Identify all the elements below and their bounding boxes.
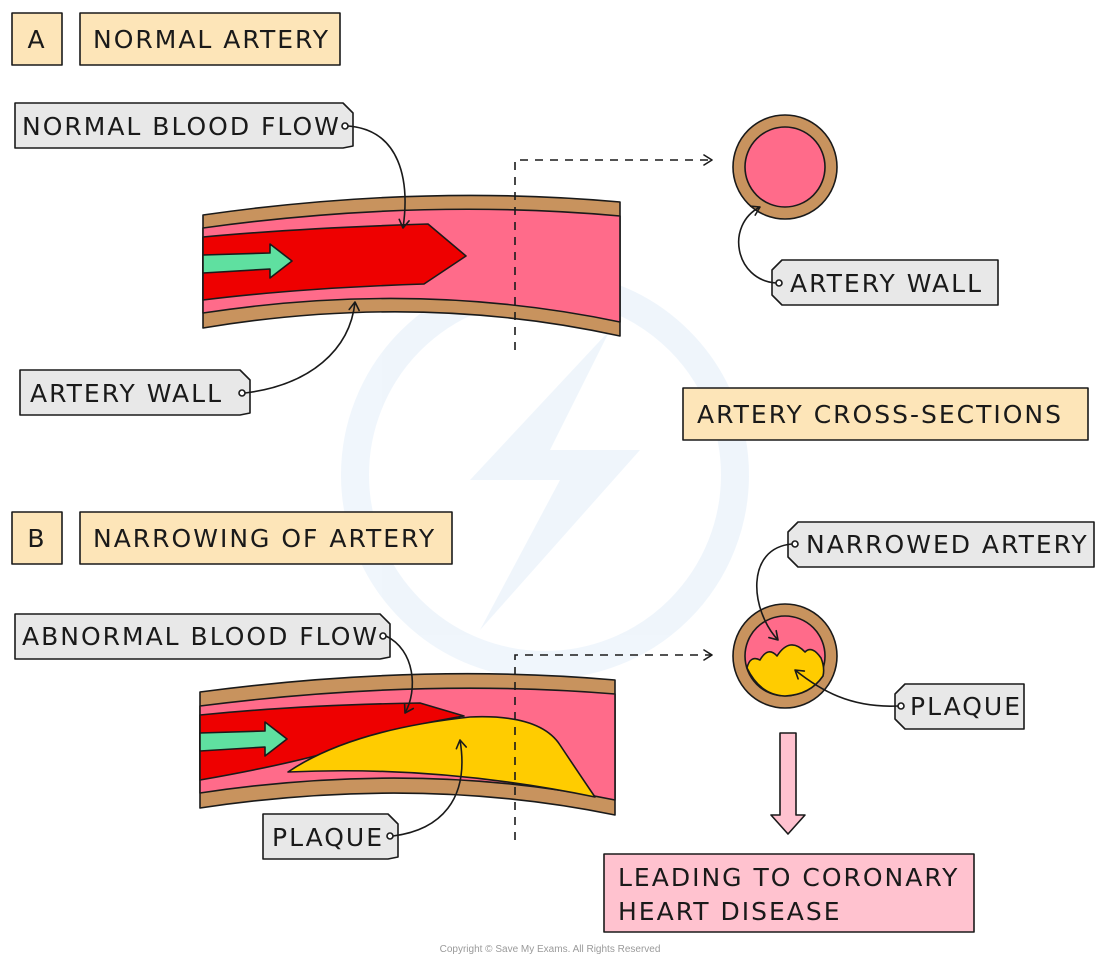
- copyright-text: Copyright © Save My Exams. All Rights Re…: [440, 944, 661, 955]
- artery-wall-long-tag: ARTERY WALL: [19, 369, 251, 416]
- section-b-title-box: NARROWING OF ARTERY: [79, 511, 453, 565]
- watermark-logo: [341, 271, 749, 679]
- cross-sections-box: ARTERY CROSS-SECTIONS: [682, 387, 1089, 441]
- artery-wall-long-pointer: [244, 301, 360, 394]
- outcome-down-arrow: [770, 732, 806, 835]
- abnormal-blood-flow-tag: ABNORMAL BLOOD FLOW: [14, 613, 391, 660]
- narrowed-artery-longitudinal: [199, 672, 616, 816]
- outcome-line-2: HEART DISEASE: [618, 897, 842, 926]
- narrowed-artery-tag: NARROWED ARTERY: [787, 521, 1095, 568]
- normal-blood-flow-label: NORMAL BLOOD FLOW: [22, 112, 341, 141]
- narrowed-flow-arrow: [199, 721, 288, 757]
- outcome-line-1: LEADING TO CORONARY: [618, 863, 959, 892]
- plaque-long-label: PLAQUE: [272, 823, 384, 852]
- section-a-letter: A: [27, 25, 46, 54]
- plaque-long-tag: PLAQUE: [262, 813, 399, 860]
- section-a-title-box: NORMAL ARTERY: [79, 12, 341, 66]
- section-b-title: NARROWING OF ARTERY: [93, 524, 436, 553]
- cross-sections-label: ARTERY CROSS-SECTIONS: [697, 400, 1063, 429]
- normal-blood-flow-pointer: [347, 125, 410, 229]
- normal-artery-longitudinal: [202, 194, 621, 337]
- narrowed-cross-section: [732, 603, 838, 709]
- narrowed-artery-pointer: [755, 543, 793, 641]
- section-b-letter-box: B: [11, 511, 63, 565]
- artery-wall-cross-tag: ARTERY WALL: [771, 259, 999, 306]
- section-b-letter: B: [27, 524, 46, 553]
- cross-section-plaque: [746, 644, 825, 697]
- section-a-letter-box: A: [11, 12, 63, 66]
- plaque-long-pointer: [392, 739, 468, 837]
- section-line-a: [514, 154, 713, 350]
- section-line-b: [514, 649, 713, 840]
- section-a-title: NORMAL ARTERY: [93, 25, 330, 54]
- outcome-box: LEADING TO CORONARY HEART DISEASE: [603, 853, 975, 933]
- narrowed-artery-label: NARROWED ARTERY: [806, 530, 1089, 559]
- plaque-cross-tag: PLAQUE: [894, 683, 1025, 730]
- abnormal-blood-flow-label: ABNORMAL BLOOD FLOW: [22, 622, 379, 651]
- longitudinal-plaque: [287, 715, 596, 798]
- plaque-cross-label: PLAQUE: [910, 692, 1022, 721]
- artery-wall-long-label: ARTERY WALL: [30, 379, 223, 408]
- artery-wall-cross-pointer: [737, 205, 777, 284]
- abnormal-blood-flow-pointer: [385, 635, 415, 714]
- normal-blood-flow-tag: NORMAL BLOOD FLOW: [14, 102, 354, 149]
- artery-wall-cross-label: ARTERY WALL: [790, 269, 983, 298]
- normal-cross-section: [732, 114, 838, 220]
- plaque-cross-pointer: [794, 669, 899, 707]
- normal-blood-flow-region: [202, 223, 467, 301]
- normal-flow-arrow: [202, 243, 293, 279]
